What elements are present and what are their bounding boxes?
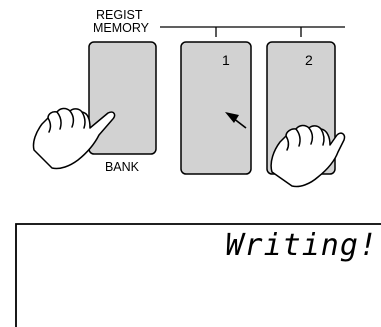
memory-bracket <box>160 27 345 37</box>
regist-label-line1: REGIST <box>96 8 143 22</box>
memory-button-1[interactable]: 1 <box>181 42 251 174</box>
bank-button[interactable]: BANK <box>89 42 156 174</box>
bank-button-caption: BANK <box>105 160 140 174</box>
memory-button-1-label: 1 <box>222 52 230 68</box>
regist-label-line2: MEMORY <box>93 21 150 35</box>
lcd-display: Writing! <box>16 224 381 327</box>
memory-button-2-label: 2 <box>305 52 313 68</box>
lcd-message: Writing! <box>226 228 379 263</box>
